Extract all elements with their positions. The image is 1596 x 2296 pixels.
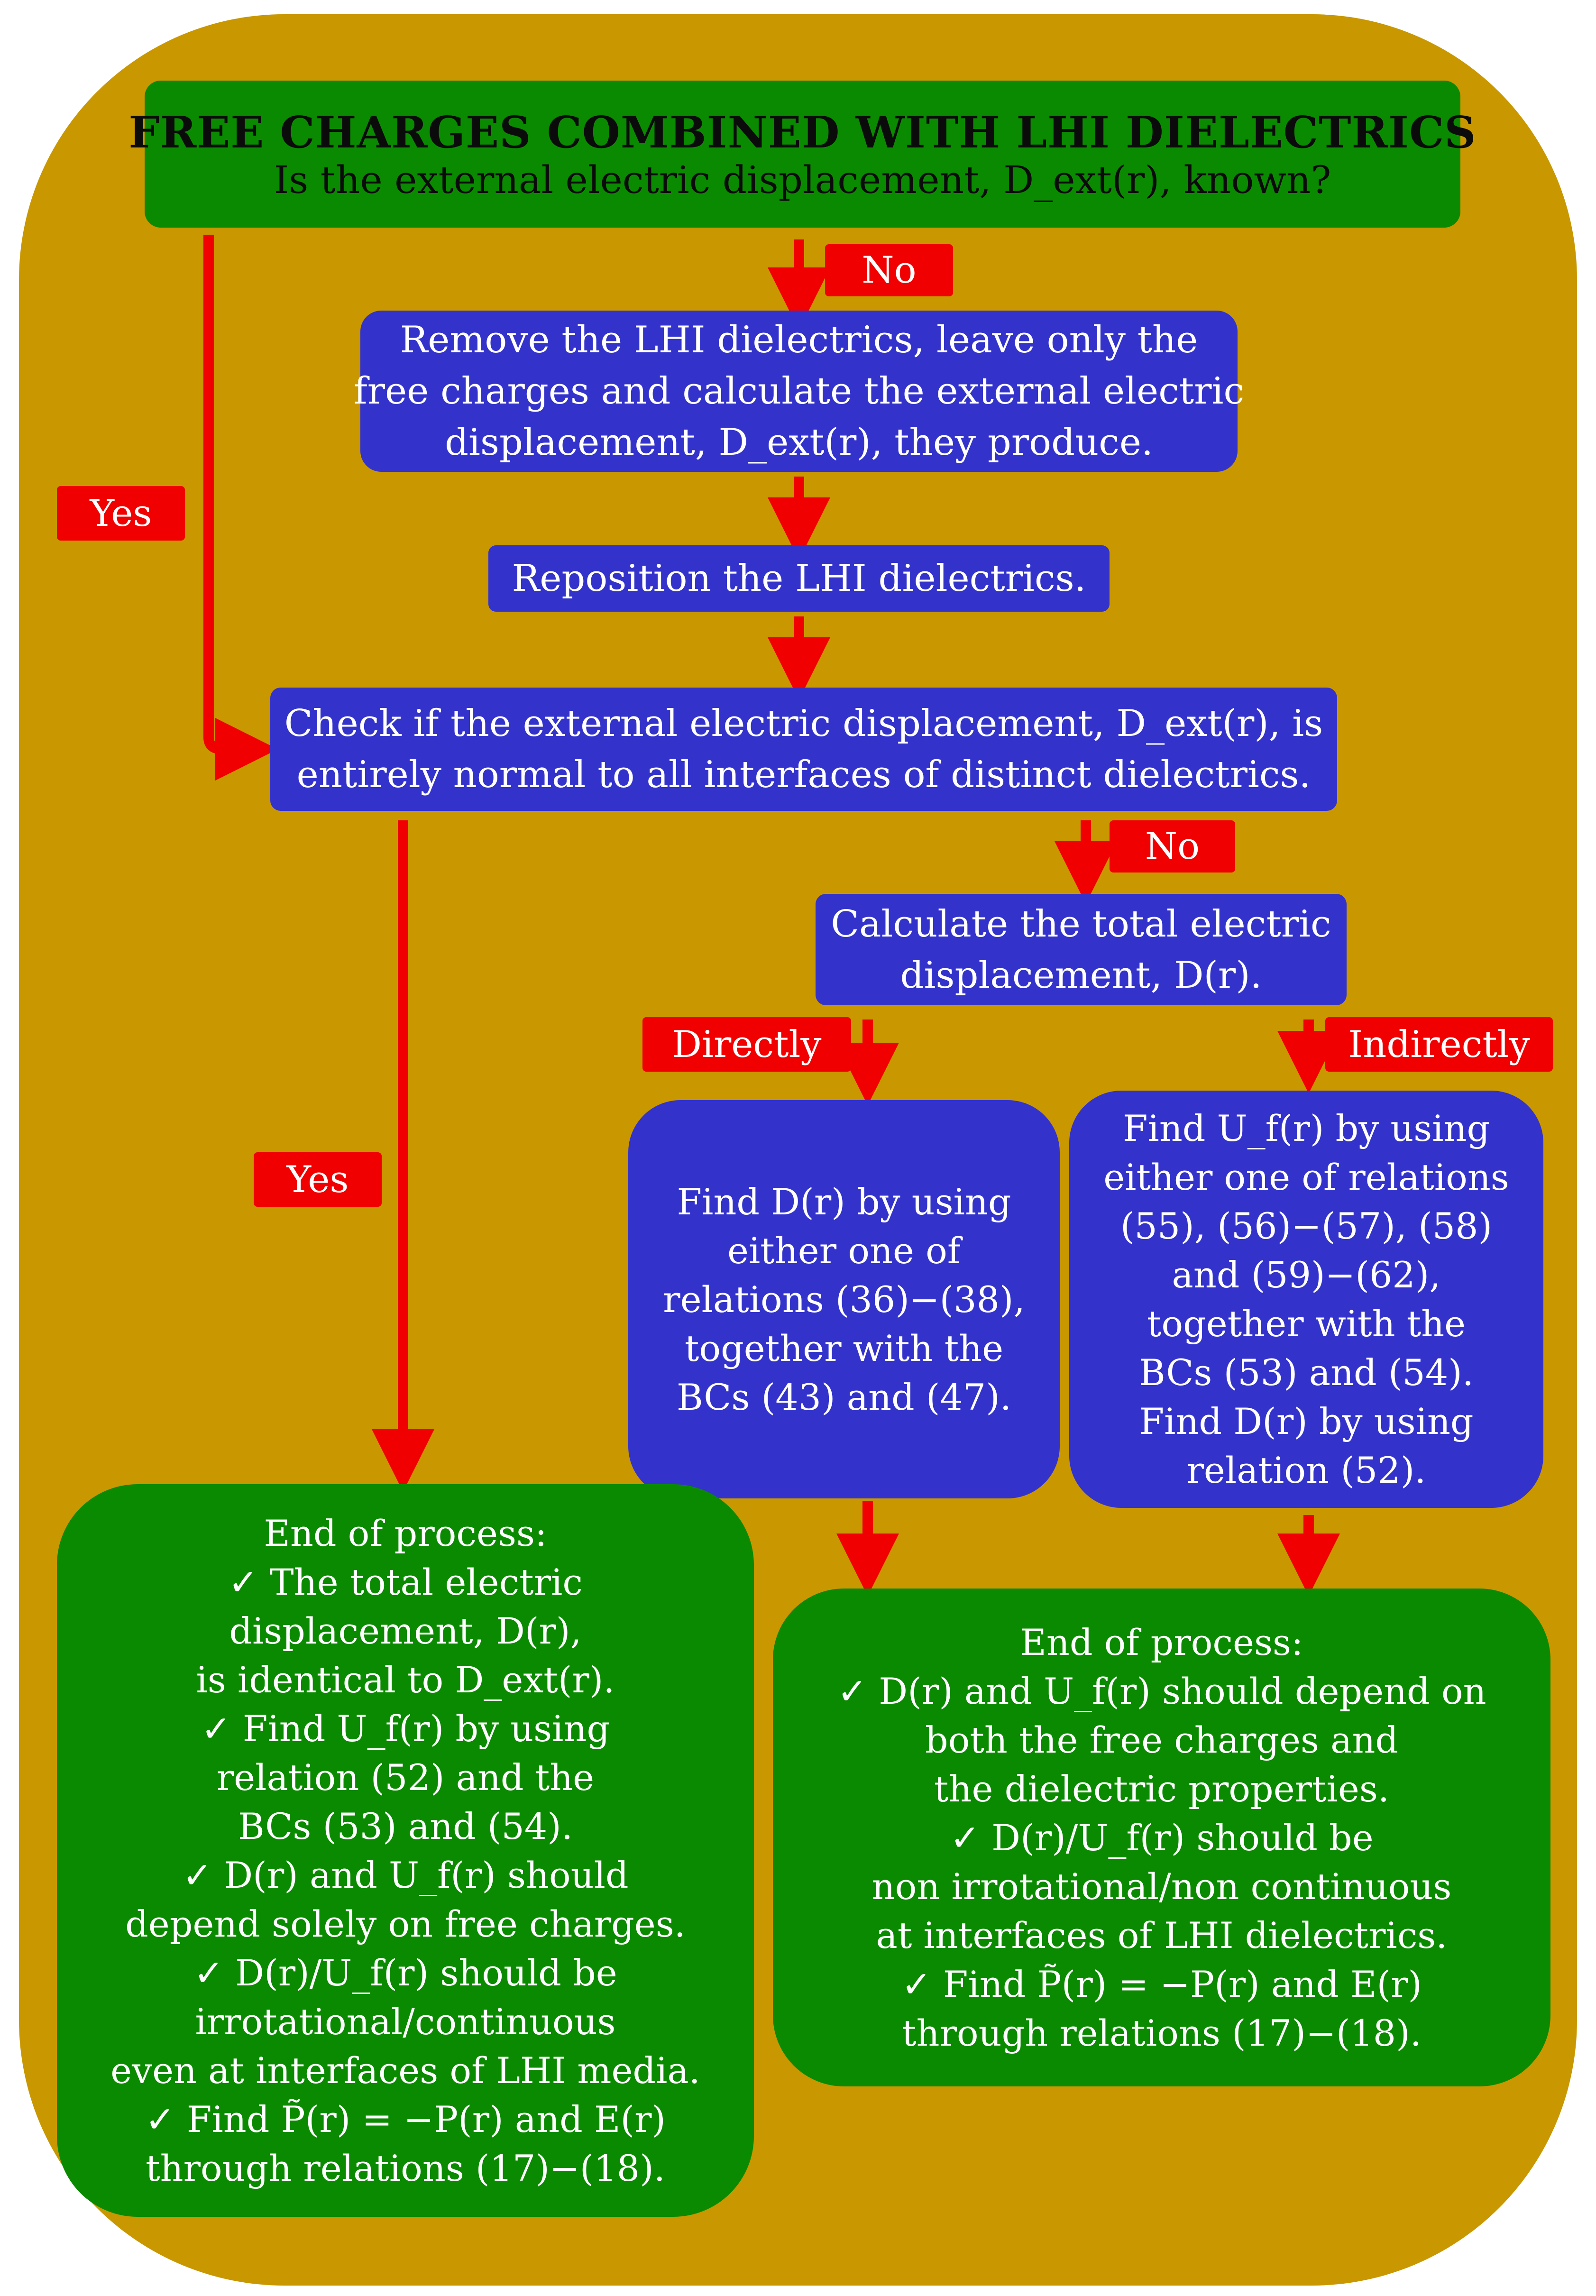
indirect-step-line: and (59)−(62),: [1172, 1254, 1441, 1296]
end-left-line: BCs (53) and (54).: [238, 1805, 573, 1847]
end-right-line: non irrotational/non continuous: [871, 1865, 1452, 1908]
check-normal-step: Check if the external electric displacem…: [270, 688, 1337, 811]
label-yes-normal: Yes: [254, 1152, 382, 1207]
direct-step-line: Find D(r) by using: [677, 1180, 1011, 1223]
indirect-step-line: together with the: [1147, 1303, 1466, 1345]
end-left-line: displacement, D(r),: [229, 1609, 582, 1652]
direct-method-step: Find D(r) by using either one of relatio…: [628, 1100, 1060, 1498]
indirect-step-line: BCs (53) and (54).: [1139, 1351, 1474, 1394]
start-question: Is the external electric displacement, D…: [274, 157, 1331, 202]
label-no-known: No: [825, 244, 953, 296]
end-left-line: even at interfaces of LHI media.: [110, 2049, 700, 2092]
direct-step-line: BCs (43) and (47).: [677, 1376, 1011, 1418]
end-right-line: ✓ Find P̃(r) = −P(r) and E(r): [901, 1963, 1422, 2005]
remove-step-line: free charges and calculate the external …: [353, 370, 1245, 413]
remove-step-line: displacement, D_ext(r), they produce.: [445, 421, 1153, 464]
end-right-line: ✓ D(r)/U_f(r) should be: [950, 1816, 1374, 1859]
label-yes-known: Yes: [57, 486, 185, 541]
end-left-line: ✓ Find P̃(r) = −P(r) and E(r): [145, 2098, 666, 2140]
start-box: FREE CHARGES COMBINED WITH LHI DIELECTRI…: [128, 81, 1476, 228]
end-left-line: irrotational/continuous: [195, 2000, 616, 2043]
arrow-yes-start-to-check: [203, 235, 278, 781]
end-left-line: through relations (17)−(18).: [146, 2147, 665, 2189]
total-step-line: displacement, D(r).: [900, 954, 1262, 997]
total-step-line: Calculate the total electric: [831, 902, 1331, 946]
end-left-line: is identical to D_ext(r).: [196, 1658, 615, 1701]
direct-step-line: either one of: [727, 1229, 961, 1272]
indirect-step-line: (55), (56)−(57), (58): [1120, 1205, 1493, 1247]
check-step-line: entirely normal to all interfaces of dis…: [296, 753, 1311, 796]
end-right-line: ✓ D(r) and U_f(r) should depend on: [837, 1670, 1486, 1712]
indirect-method-step: Find U_f(r) by using either one of relat…: [1069, 1091, 1543, 1508]
label-directly: Directly: [642, 1017, 851, 1072]
direct-step-line: relations (36)−(38),: [663, 1278, 1025, 1321]
end-of-process-right: End of process: ✓ D(r) and U_f(r) should…: [773, 1589, 1550, 2086]
end-left-line: ✓ D(r) and U_f(r) should: [182, 1854, 629, 1896]
end-right-line: at interfaces of LHI dielectrics.: [876, 1914, 1448, 1956]
end-left-line: ✓ Find U_f(r) by using: [201, 1707, 610, 1750]
reposition-dielectrics-step: Reposition the LHI dielectrics.: [488, 545, 1110, 612]
indirect-step-line: Find D(r) by using: [1139, 1400, 1474, 1442]
end-left-line: ✓ The total electric: [228, 1561, 583, 1603]
check-step-line: Check if the external electric displacem…: [284, 702, 1323, 745]
indirect-step-line: either one of relations: [1103, 1156, 1509, 1198]
end-left-line: End of process:: [264, 1512, 547, 1554]
reposition-step-line: Reposition the LHI dielectrics.: [512, 557, 1086, 600]
indirect-step-line: relation (52).: [1186, 1449, 1426, 1491]
remove-dielectrics-step: Remove the LHI dielectrics, leave only t…: [354, 311, 1244, 472]
calculate-total-displacement-step: Calculate the total electric displacemen…: [816, 894, 1347, 1005]
end-left-line: ✓ D(r)/U_f(r) should be: [193, 1951, 617, 1994]
end-left-line: relation (52) and the: [216, 1756, 595, 1799]
label-indirectly: Indirectly: [1325, 1017, 1553, 1072]
start-title: FREE CHARGES COMBINED WITH LHI DIELECTRI…: [128, 106, 1477, 158]
end-right-line: End of process:: [1020, 1621, 1303, 1663]
end-left-line: depend solely on free charges.: [125, 1902, 686, 1945]
label-no-normal: No: [1110, 820, 1235, 872]
remove-step-line: Remove the LHI dielectrics, leave only t…: [400, 319, 1198, 361]
end-right-line: the dielectric properties.: [934, 1767, 1389, 1810]
end-right-line: both the free charges and: [925, 1718, 1399, 1761]
direct-step-line: together with the: [684, 1327, 1004, 1369]
indirect-step-line: Find U_f(r) by using: [1122, 1107, 1490, 1149]
end-of-process-left: End of process: ✓ The total electric dis…: [57, 1484, 754, 2217]
end-right-line: through relations (17)−(18).: [902, 2011, 1422, 2054]
